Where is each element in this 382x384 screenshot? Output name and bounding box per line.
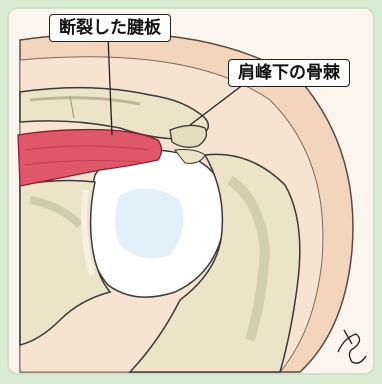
bone-spur-label: 肩峰下の骨棘 — [228, 59, 350, 87]
humeral-cartilage — [115, 189, 183, 259]
torn-tendon-label: 断裂した腱板 — [49, 14, 171, 42]
bone-spur — [170, 125, 206, 147]
